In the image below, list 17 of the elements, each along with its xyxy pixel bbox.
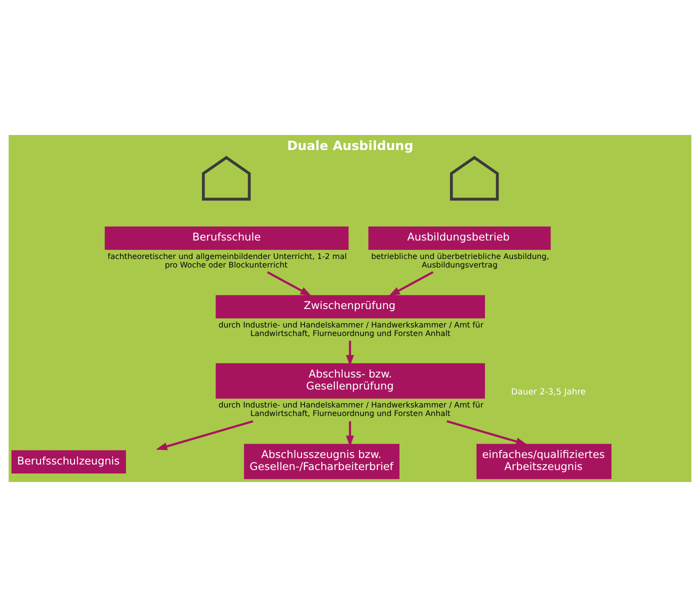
node-box: einfaches/qualifiziertes Arbeitszeugnis	[476, 443, 612, 479]
arrow	[156, 420, 254, 450]
arrow	[267, 270, 312, 296]
node-box: Ausbildungsbetrieb	[368, 226, 551, 250]
node-house	[450, 155, 499, 200]
node-box: Abschluss- bzw. Gesellenprüfung	[216, 362, 485, 398]
arrow	[346, 420, 354, 446]
arrow	[388, 270, 434, 296]
label: Dauer 2-3,5 Jahre	[511, 386, 586, 396]
node-house	[202, 155, 251, 200]
node-box: Berufsschule	[104, 226, 349, 250]
diagram-title: Duale Ausbildung	[287, 138, 414, 153]
arrow	[446, 420, 528, 445]
node-box: Berufsschulzeugnis	[11, 450, 126, 474]
node-box: Abschlusszeugnis bzw. Gesellen-/Facharbeiterbrief	[244, 443, 400, 479]
node-box: Zwischenprüfung	[216, 294, 485, 318]
arrow	[346, 340, 354, 366]
